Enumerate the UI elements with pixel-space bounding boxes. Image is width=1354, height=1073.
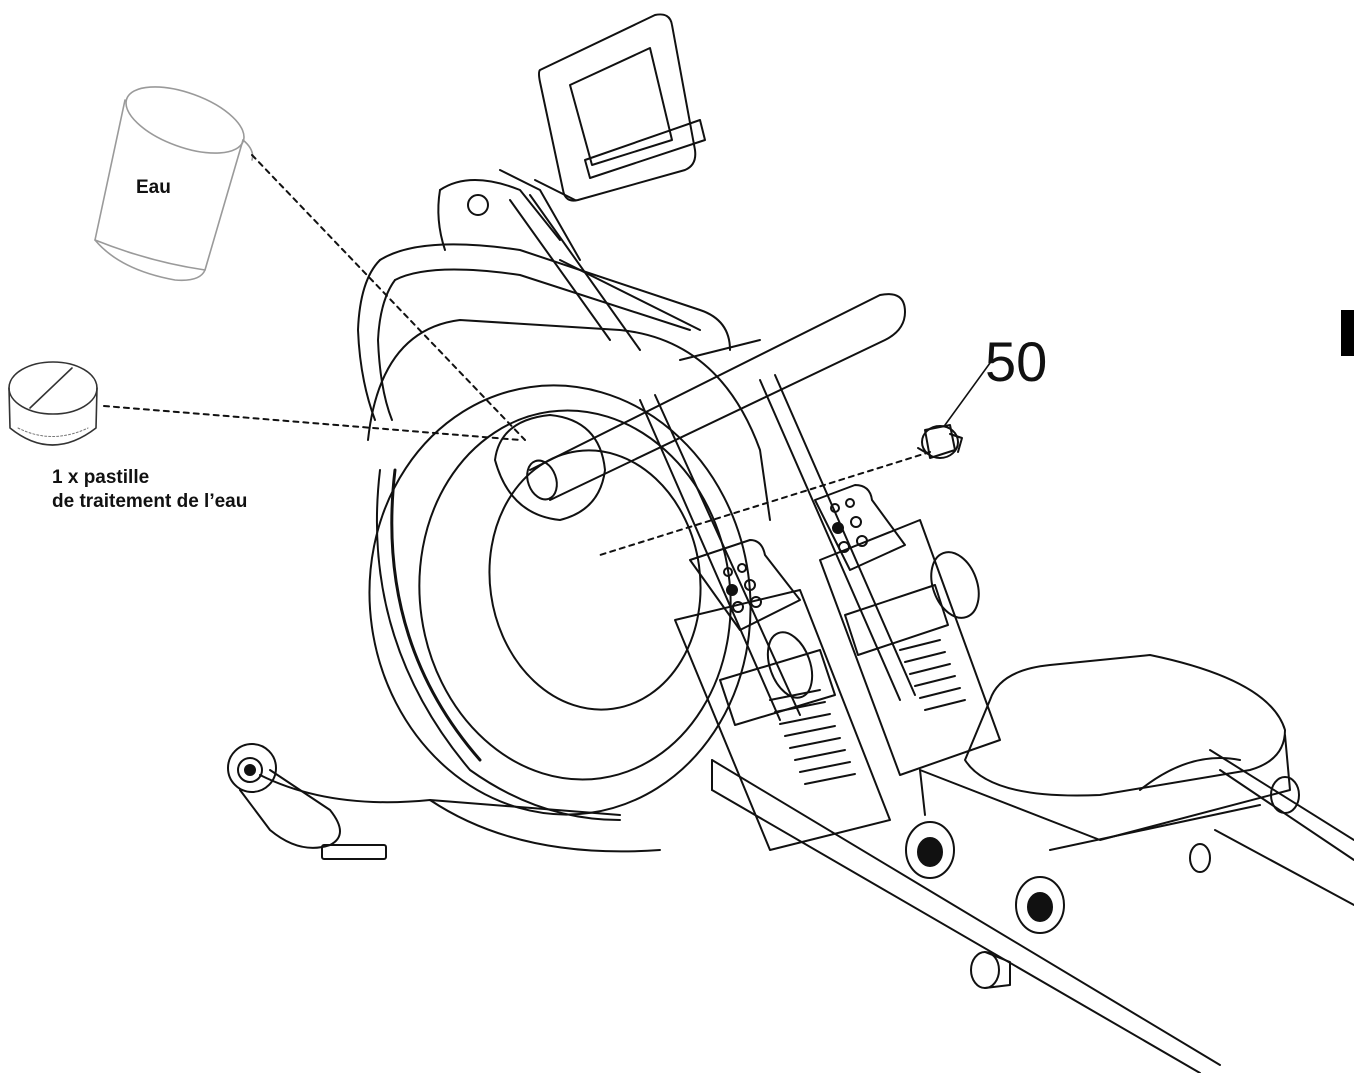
water-treatment-tablet-illustration — [8, 361, 98, 446]
rail-support-knob — [970, 951, 1011, 989]
seat-rollers — [905, 776, 1300, 934]
monitor-post — [509, 194, 701, 351]
footrest-frame — [639, 339, 916, 721]
page-edge-tab-marker — [1341, 310, 1354, 356]
water-tank-housing — [367, 319, 771, 821]
left-foot-pedal — [674, 539, 891, 851]
tablet-label-line-1: 1 x pastille — [52, 467, 150, 488]
right-foot-pedal — [814, 484, 1001, 776]
base-rail — [711, 749, 1354, 1073]
dashed-guide-lines — [103, 154, 931, 556]
upper-frame-loop — [357, 179, 731, 421]
water-treatment-tablet-label: 1 x pastille de traitement de l’eau — [52, 466, 247, 514]
front-stabilizer-leg — [239, 769, 661, 860]
drain-plug-part-50 — [917, 424, 963, 459]
part-number-label: 50 — [985, 330, 1048, 393]
monitor-display — [499, 13, 706, 261]
seat — [919, 654, 1291, 851]
water-label: Eau — [136, 177, 171, 198]
rowing-handle-bar — [494, 293, 906, 521]
part-number-leader-line — [944, 362, 991, 426]
tablet-label-line-2: de traitement de l’eau — [52, 491, 248, 512]
water-jug-illustration — [94, 86, 254, 282]
front-wheel — [227, 743, 277, 793]
